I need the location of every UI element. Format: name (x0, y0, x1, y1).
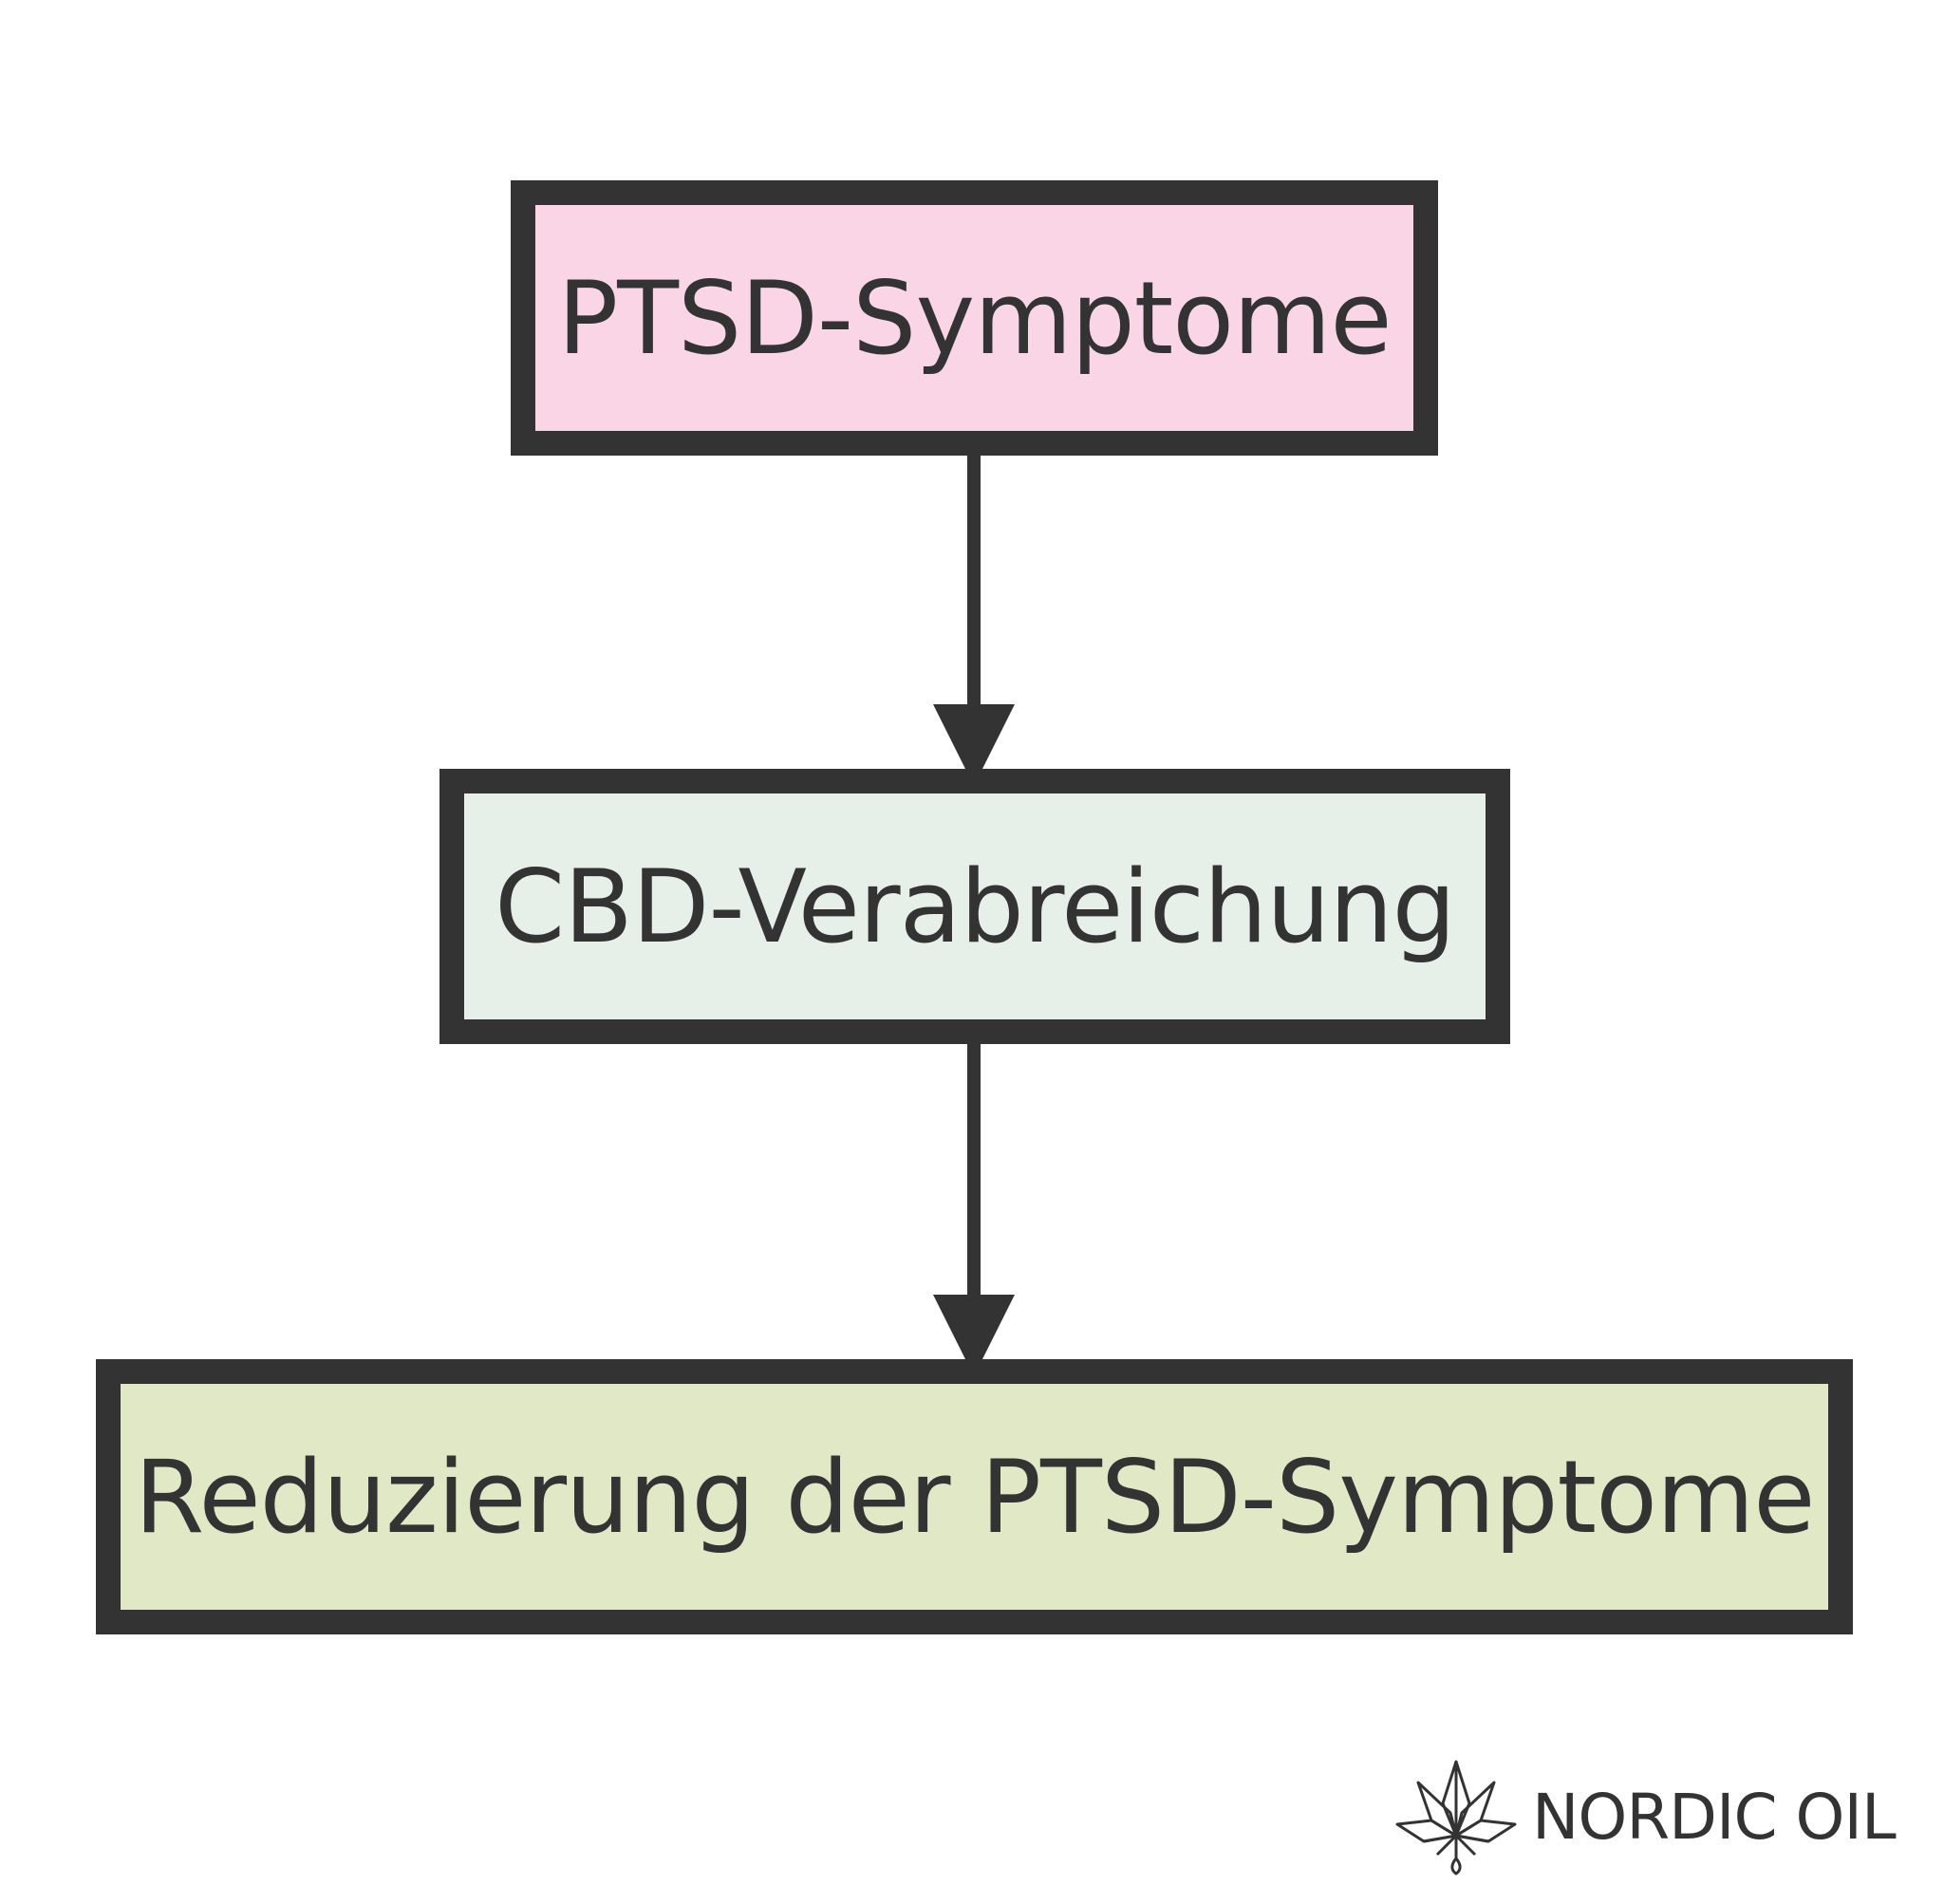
arrow-head (933, 704, 1015, 786)
brand-logo: NORDIC OIL (1393, 1750, 1906, 1883)
arrow-cbd-to-reduction (933, 1044, 1015, 1376)
cannabis-leaf-icon (1395, 1760, 1517, 1876)
arrow-head (933, 1295, 1015, 1376)
node-cbd-administration: CBD-Verabreichung (439, 769, 1510, 1044)
brand-name: NORDIC OIL (1532, 1780, 1897, 1854)
arrow-ptsd-to-cbd (933, 456, 1015, 786)
node-ptsd-symptoms: PTSD-Symptome (511, 180, 1438, 456)
node-symptom-reduction: Reduzierung der PTSD-Symptome (96, 1359, 1853, 1634)
